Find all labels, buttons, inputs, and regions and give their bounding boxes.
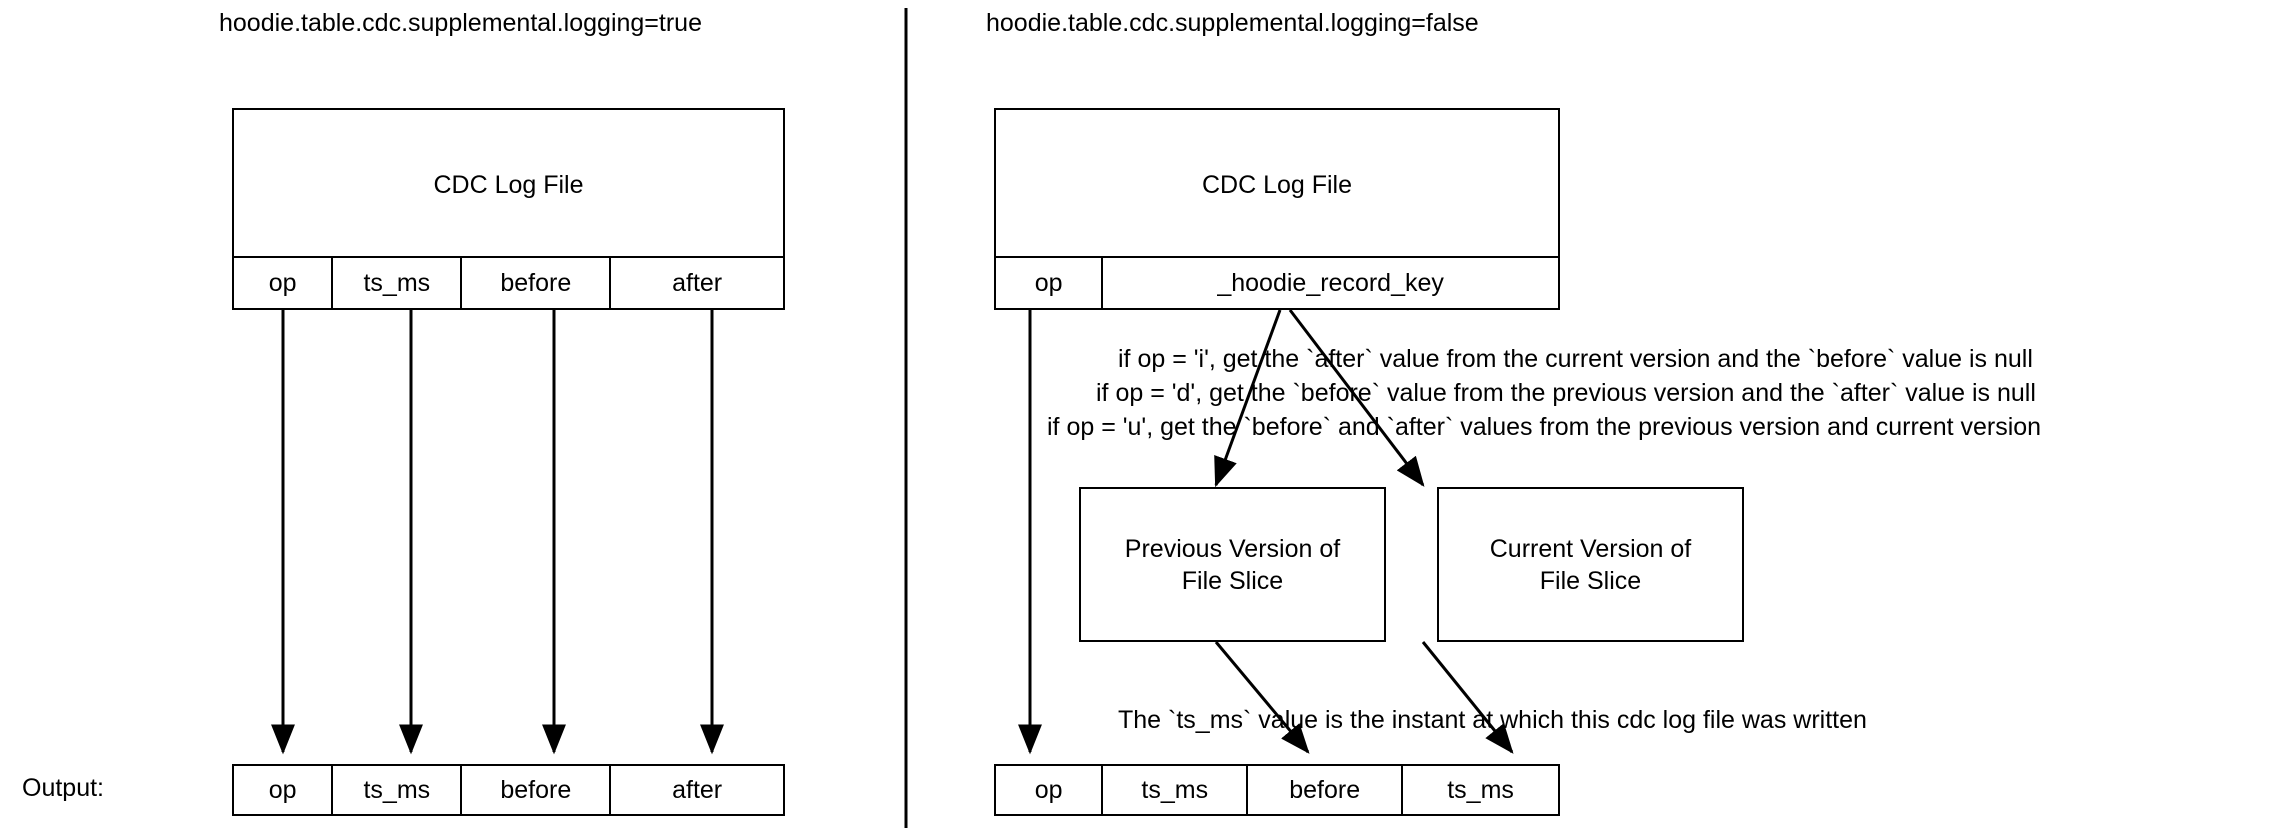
rule-delete-text: if op = 'd', get the `before` value from… (1096, 379, 2036, 407)
right-output-column-before: before (1248, 766, 1404, 814)
current-version-box: Current Version of File Slice (1437, 487, 1744, 642)
right-cdc-column-op: op (996, 258, 1104, 308)
left-output-column-op: op (234, 766, 334, 814)
right-output-row: op ts_ms before ts_ms (994, 764, 1560, 816)
right-cdc-log-label: CDC Log File (1201, 171, 1353, 199)
right-panel-title: hoodie.table.cdc.supplemental.logging=fa… (986, 9, 1479, 37)
left-output-row: op ts_ms before after (232, 764, 785, 816)
previous-version-line1: Previous Version of (1124, 534, 1341, 563)
left-cdc-column-op: op (234, 258, 334, 308)
left-cdc-column-after: after (611, 258, 783, 308)
right-cdc-column-hoodie-record-key: _hoodie_record_key (1103, 258, 1558, 308)
left-cdc-log-label: CDC Log File (433, 171, 584, 199)
right-cdc-log-box: CDC Log File (994, 108, 1560, 258)
left-cdc-column-ts-ms: ts_ms (333, 258, 463, 308)
arrow-previous-version-to-before (1214, 641, 1310, 754)
current-version-line1: Current Version of (1489, 534, 1692, 563)
right-output-column-op: op (996, 766, 1104, 814)
current-version-line2: File Slice (1539, 566, 1642, 595)
left-output-column-before: before (462, 766, 612, 814)
arrow-recordkey-to-previous-version (1214, 309, 1282, 488)
left-cdc-column-before: before (462, 258, 612, 308)
right-output-column-ts-ms-2: ts_ms (1403, 766, 1559, 814)
left-output-column-after: after (611, 766, 783, 814)
ts-ms-note-text: The `ts_ms` value is the instant at whic… (1118, 706, 1867, 734)
left-panel-title: hoodie.table.cdc.supplemental.logging=tr… (219, 9, 702, 37)
right-cdc-log-columns: op _hoodie_record_key (994, 258, 1560, 310)
arrow-current-version-to-tsms (1421, 641, 1514, 754)
left-cdc-log-columns: op ts_ms before after (232, 258, 785, 310)
left-output-column-ts-ms: ts_ms (333, 766, 463, 814)
previous-version-box: Previous Version of File Slice (1079, 487, 1386, 642)
right-output-column-ts-ms: ts_ms (1103, 766, 1249, 814)
rule-update-text: if op = 'u', get the `before` and `after… (1047, 413, 2042, 441)
arrow-recordkey-to-current-version (1288, 309, 1425, 487)
left-cdc-log-box: CDC Log File (232, 108, 785, 258)
left-output-label: Output: (22, 774, 104, 802)
previous-version-line2: File Slice (1181, 566, 1284, 595)
rule-insert-text: if op = 'i', get the `after` value from … (1118, 345, 2033, 373)
